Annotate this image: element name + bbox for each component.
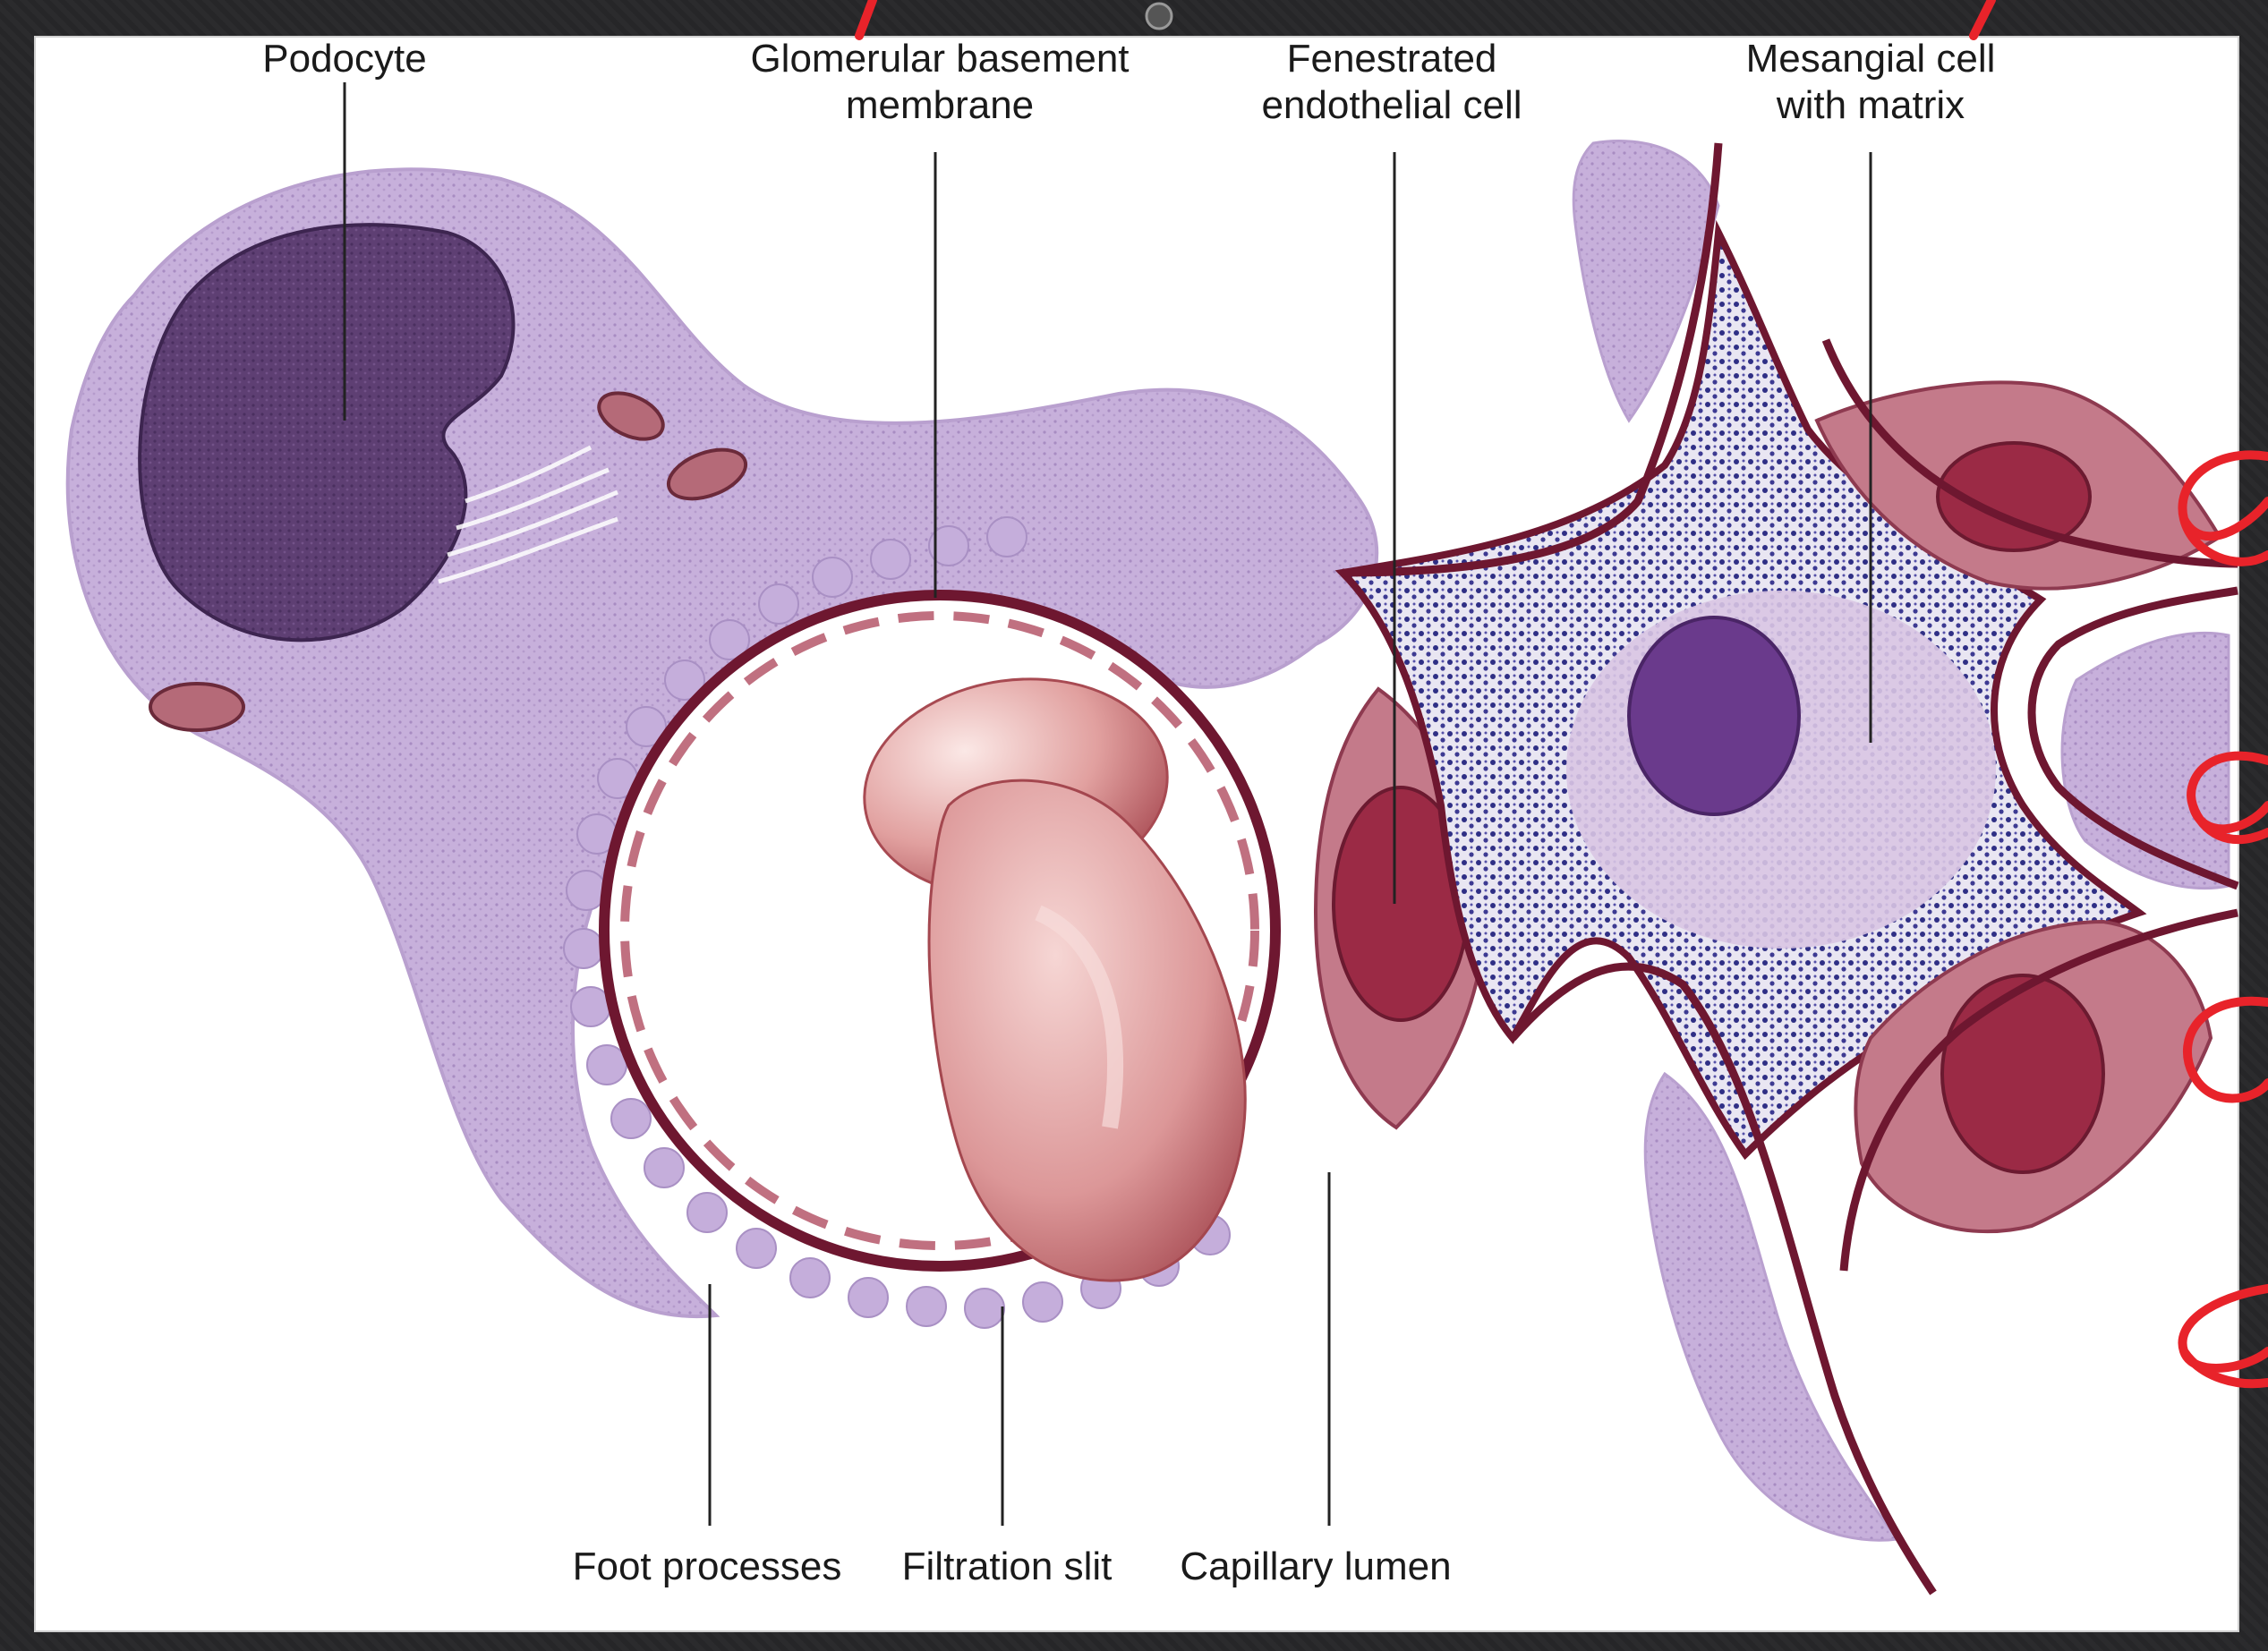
label-mesangial-line2: with matrix (1718, 82, 2023, 129)
label-foot-processes: Foot processes (555, 1544, 859, 1590)
label-mesangial-line1: Mesangial cell (1718, 36, 2023, 82)
label-fenestrated-line2: endothelial cell (1226, 82, 1557, 129)
label-podocyte: Podocyte (255, 36, 434, 82)
label-gbm-line2: membrane (734, 82, 1146, 129)
label-fenestrated-endothelial-cell: Fenestrated endothelial cell (1226, 36, 1557, 129)
label-mesangial-cell: Mesangial cell with matrix (1718, 36, 2023, 129)
label-glomerular-basement-membrane: Glomerular basement membrane (734, 36, 1146, 129)
pointer-icon (1147, 4, 1172, 29)
label-gbm-line1: Glomerular basement (734, 36, 1146, 82)
label-capillary-lumen: Capillary lumen (1168, 1544, 1463, 1590)
mesangial-nucleus (1629, 617, 1799, 814)
label-fenestrated-line1: Fenestrated (1226, 36, 1557, 82)
label-filtration-slit: Filtration slit (882, 1544, 1132, 1590)
